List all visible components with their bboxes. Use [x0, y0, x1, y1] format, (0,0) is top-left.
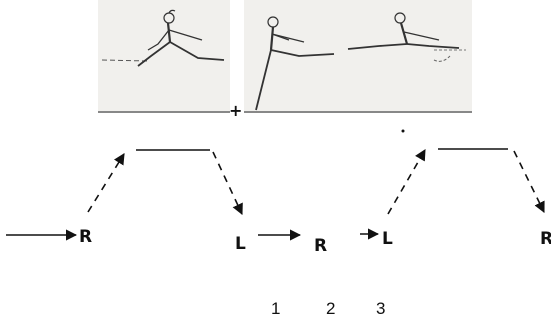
dot-mark [401, 129, 405, 133]
leap-sequence-figures [244, 12, 472, 113]
leap-fall-arrow [513, 150, 545, 214]
foot-label-r: R [540, 229, 551, 249]
foot-label-l: L [382, 229, 393, 249]
count-3: 3 [376, 299, 386, 318]
foot-label-r: R [79, 227, 92, 247]
leap-rise-arrow [87, 153, 125, 213]
split-leap-illustration [98, 0, 230, 113]
foot-label-r: R [314, 236, 327, 256]
split-leap-figure [98, 9, 230, 113]
leap-sequence-illustration [244, 0, 472, 113]
count-1: 1 [271, 299, 281, 318]
foot-label-l: L [235, 234, 246, 254]
leap-fall-arrow [212, 151, 243, 216]
step-diagram: R L R L R [6, 129, 551, 256]
plus-sign: + [229, 101, 243, 120]
leap-rise-arrow [387, 149, 426, 215]
count-2: 2 [326, 299, 336, 318]
